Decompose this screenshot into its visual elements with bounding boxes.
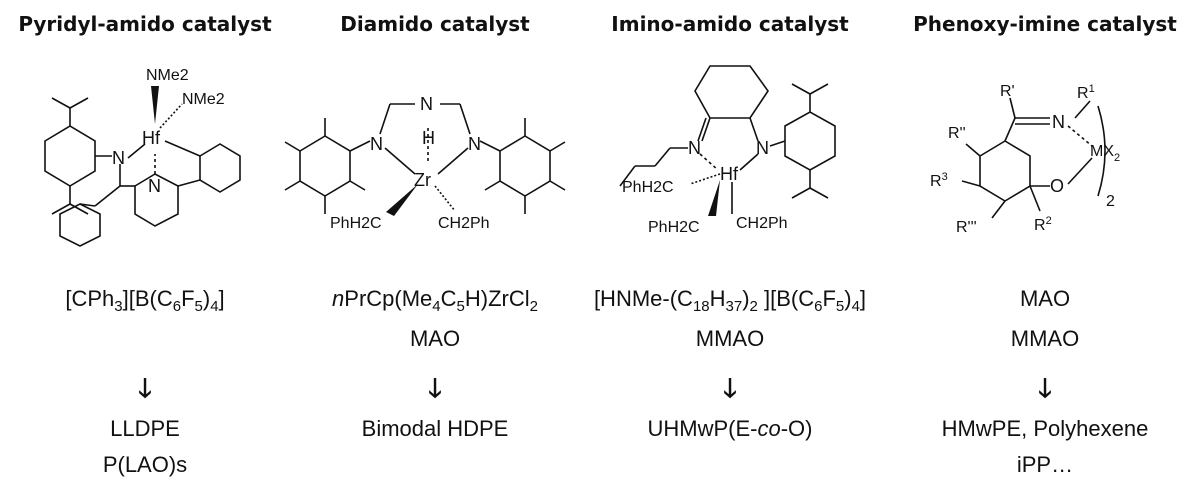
down-arrow-icon: 🡓 — [723, 373, 737, 403]
atom-label: PhH2C — [648, 219, 700, 236]
atom-label: CH2Ph — [438, 215, 490, 232]
atom-label: PhH2C — [622, 179, 674, 196]
atom-label: Hf — [142, 128, 161, 148]
catalyst-column-phenoxy-imine: Phenoxy-imine catalyst R' R1 N R'' MX2 R… — [900, 0, 1190, 480]
down-arrow-icon: 🡓 — [1038, 373, 1052, 403]
atom-label: R1 — [1077, 83, 1095, 102]
product-line: P(LAO)s — [102, 452, 188, 477]
activator-line: MAO — [409, 326, 461, 351]
product-line: LLDPE — [110, 416, 180, 441]
atom-label: MX2 — [1090, 143, 1120, 164]
atom-label: PhH2C — [330, 215, 382, 232]
diamido-structure: N H N N Zr PhH2C CH2Ph — [284, 46, 580, 276]
atom-label: R''' — [956, 219, 977, 236]
activator-line: nPrCp(Me4C5H)ZrCl2 — [332, 286, 538, 315]
atom-label: Hf — [720, 164, 739, 184]
activator-line: MMAO — [1010, 326, 1080, 351]
catalyst-column-pyridyl-amido: Pyridyl-amido catalyst NMe2 — [0, 0, 290, 480]
product-line: HMwPE, Polyhexene — [941, 416, 1149, 441]
catalyst-title: Diamido catalyst — [340, 12, 530, 36]
atom-label: CH2Ph — [736, 215, 788, 232]
atom-label: O — [1050, 176, 1064, 196]
atom-label: H — [422, 128, 435, 148]
atom-label: R2 — [1034, 215, 1052, 234]
atom-label: N — [148, 176, 161, 196]
atom-label: R'' — [948, 125, 966, 142]
catalyst-title: Pyridyl-amido catalyst — [18, 12, 272, 36]
product-line: iPP… — [1016, 452, 1074, 477]
catalyst-title: Imino-amido catalyst — [611, 12, 849, 36]
atom-label: R' — [1000, 83, 1015, 100]
atom-label: N — [1052, 112, 1065, 132]
atom-label: NMe2 — [146, 67, 189, 84]
atom-label: N — [112, 148, 125, 168]
atom-label: N — [756, 138, 769, 158]
atom-label: 2 — [1106, 193, 1115, 210]
atom-label: NMe2 — [182, 91, 225, 108]
atom-label: Zr — [414, 170, 431, 190]
down-arrow-icon: 🡓 — [138, 373, 152, 403]
atom-label: N — [468, 134, 481, 154]
atom-label: N — [370, 134, 383, 154]
product-line: Bimodal HDPE — [361, 416, 509, 441]
activator-line: MMAO — [695, 326, 765, 351]
atom-label: N — [420, 94, 433, 114]
activator-line: [HNMe-(C18H37)2 ][B(C6F5)4] — [593, 286, 867, 315]
pyridyl-amido-structure: NMe2 NMe2 Hf N N — [0, 46, 290, 276]
imino-amido-structure: N N Hf PhH2C PhH2C CH2Ph — [580, 46, 880, 276]
activator-line: [CPh3][B(C6F5)4] — [65, 286, 225, 315]
catalyst-column-imino-amido: Imino-amido catalyst N N Hf PhH2C PhH2C … — [580, 0, 880, 480]
catalyst-column-diamido: Diamido catalyst N H N N Zr PhH2C CH2Ph — [284, 0, 580, 480]
activator-line: MAO — [1019, 286, 1071, 311]
product-line: UHMwP(E-co-O) — [647, 416, 813, 441]
down-arrow-icon: 🡓 — [428, 373, 442, 403]
atom-label: N — [688, 138, 701, 158]
atom-label: R3 — [930, 171, 948, 190]
phenoxy-imine-structure: R' R1 N R'' MX2 R3 O 2 R''' R2 — [900, 46, 1190, 276]
catalyst-title: Phenoxy-imine catalyst — [913, 12, 1177, 36]
